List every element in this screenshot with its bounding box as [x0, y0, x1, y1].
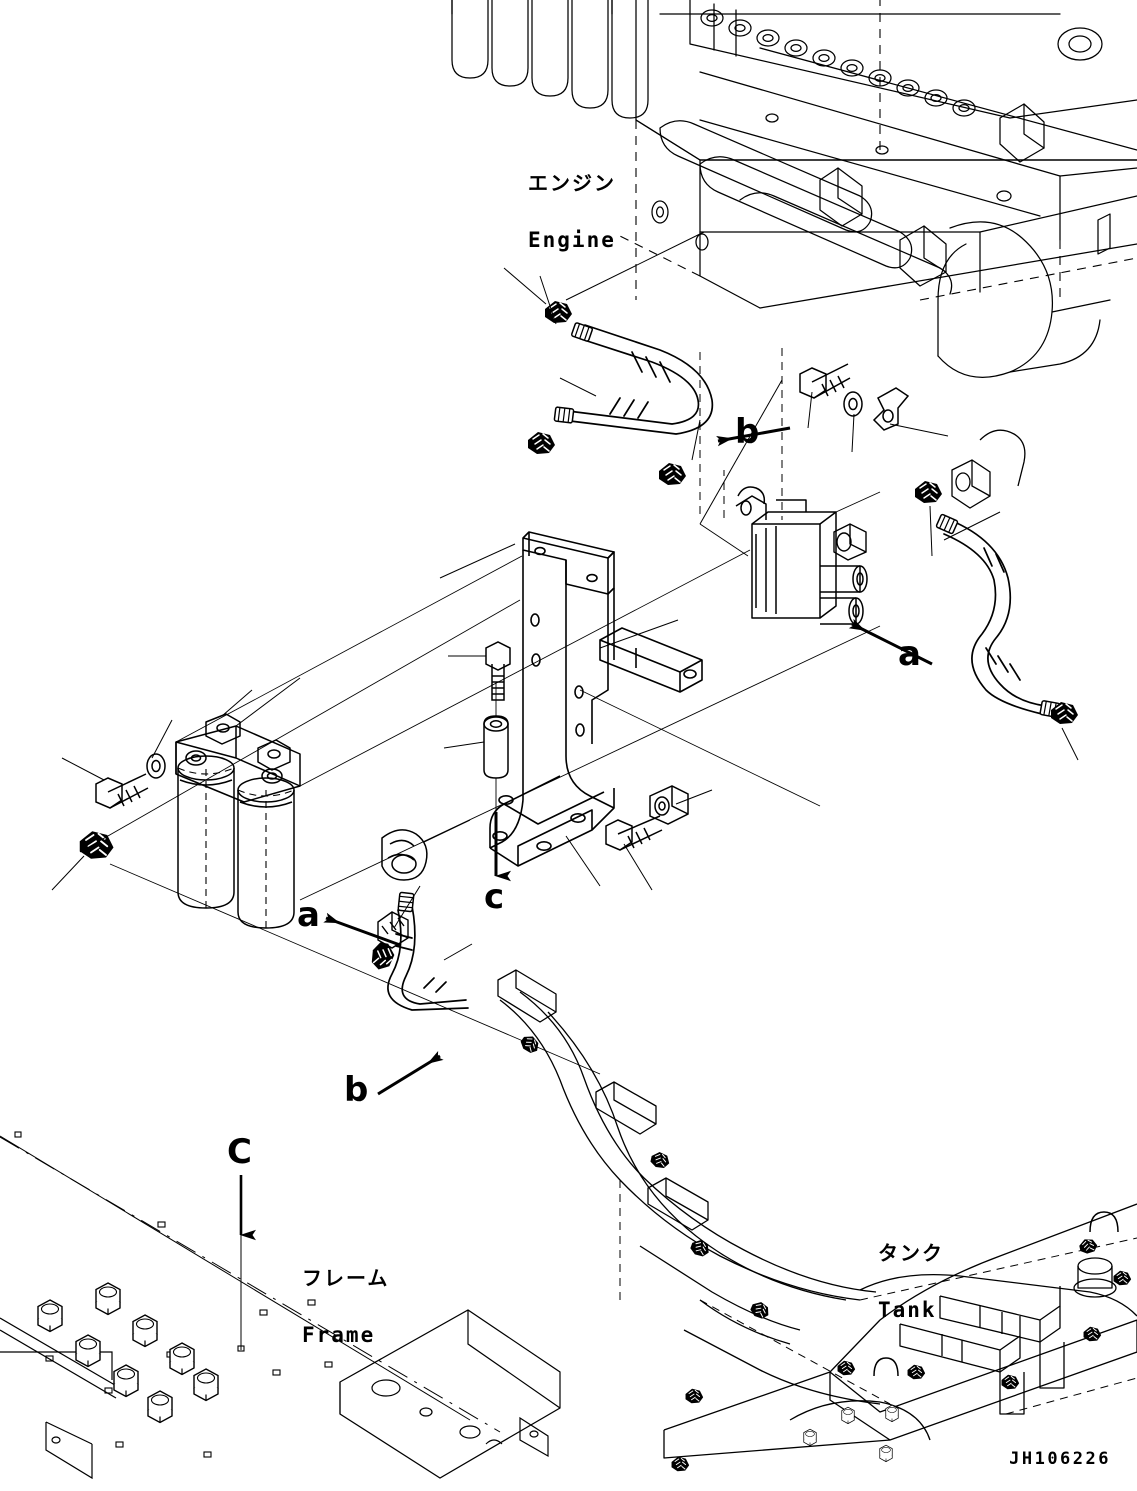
label-tank-jp: タンク: [878, 1240, 944, 1265]
label-tank-en: Tank: [878, 1297, 937, 1322]
callout-b-upper: b: [735, 412, 760, 452]
callout-c-lower: C: [227, 1132, 252, 1172]
callout-b-lower: b: [344, 1070, 369, 1110]
label-engine-en: Engine: [528, 227, 616, 252]
callout-a-lower: a: [297, 895, 320, 935]
callout-a-upper-arrow: [848, 618, 933, 666]
callout-b-upper-arrow: [716, 426, 791, 447]
label-frame-jp: フレーム: [302, 1265, 390, 1290]
callout-a-upper: a: [898, 634, 921, 674]
callout-a-lower-arrow: [323, 912, 401, 947]
label-engine: エンジン Engine: [528, 138, 616, 286]
label-tank: タンク Tank: [878, 1208, 944, 1356]
label-frame-en: Frame: [302, 1322, 376, 1347]
label-frame: フレーム Frame: [302, 1233, 389, 1381]
label-engine-jp: エンジン: [528, 170, 616, 195]
drawing-number: JH106226: [1009, 1449, 1111, 1469]
callout-c-upper: c: [484, 877, 505, 917]
callout-b-lower-arrow: [377, 1051, 444, 1096]
